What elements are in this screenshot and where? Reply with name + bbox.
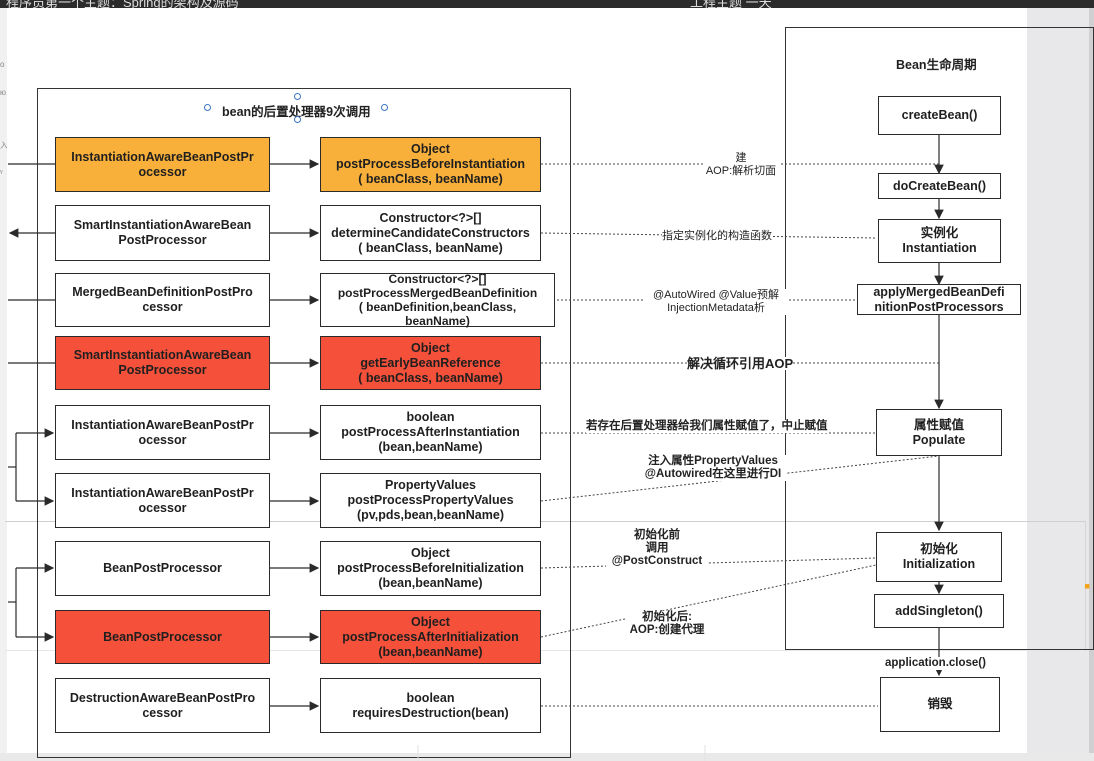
sidebar-fragment: ю bbox=[0, 88, 6, 97]
method-box[interactable]: boolean postProcessAfterInstantiation (b… bbox=[320, 405, 541, 460]
lifecycle-apply-merged[interactable]: applyMergedBeanDefi nitionPostProcessors bbox=[857, 284, 1021, 315]
orange-marker-icon: ▪ bbox=[1084, 576, 1091, 596]
lifecycle-destroy[interactable]: 销毁 bbox=[880, 677, 1000, 732]
processor-box[interactable]: BeanPostProcessor bbox=[55, 541, 270, 596]
selection-handle-icon[interactable] bbox=[204, 104, 211, 111]
connector-label: 若存在后置处理器给我们属性赋值了，中止赋值 bbox=[586, 420, 828, 433]
connector-label: 注入属性PropertyValues @Autowired在这里进行DI bbox=[640, 455, 786, 481]
scrollbar-track[interactable] bbox=[1089, 8, 1094, 761]
connector-label: @AutoWired @Value预解 InjectionMetadata析 bbox=[643, 289, 789, 315]
connector-label: 指定实例化的构造函数 bbox=[662, 230, 772, 243]
connector-label: 初始化前 调用 @PostConstruct bbox=[606, 529, 708, 568]
sidebar-fragment: 入 bbox=[0, 141, 8, 150]
processor-box[interactable]: SmartInstantiationAwareBean PostProcesso… bbox=[55, 205, 270, 261]
lifecycle-frame-title: Bean生命周期 bbox=[896, 58, 977, 72]
lifecycle-instantiation[interactable]: 实例化 Instantiation bbox=[878, 219, 1001, 263]
connector-label: 初始化后: AOP:创建代理 bbox=[626, 611, 708, 637]
selection-handle-icon[interactable] bbox=[294, 116, 301, 123]
header-right-text: 工程主题 一天 bbox=[690, 0, 772, 8]
method-box[interactable]: Object postProcessAfterInitialization (b… bbox=[320, 610, 541, 664]
processor-box[interactable]: InstantiationAwareBeanPostPr ocessor bbox=[55, 473, 270, 528]
processor-box[interactable]: DestructionAwareBeanPostPro cessor bbox=[55, 678, 270, 733]
processor-box[interactable]: InstantiationAwareBeanPostPr ocessor bbox=[55, 137, 270, 192]
lifecycle-add-singleton[interactable]: addSingleton() bbox=[874, 594, 1004, 628]
overlay-panel bbox=[5, 521, 1086, 651]
right-gutter bbox=[1027, 8, 1094, 761]
postprocessor-frame-title: bean的后置处理器9次调用 bbox=[222, 105, 371, 119]
method-box[interactable]: Constructor<?>[] postProcessMergedBeanDe… bbox=[320, 272, 555, 328]
lifecycle-do-create-bean[interactable]: doCreateBean() bbox=[878, 173, 1001, 199]
method-box[interactable]: Constructor<?>[] determineCandidateConst… bbox=[320, 205, 541, 261]
connector-label: 建 AOP:解析切面 bbox=[703, 152, 779, 178]
processor-box[interactable]: MergedBeanDefinitionPostPro cessor bbox=[55, 273, 270, 327]
selection-handle-icon[interactable] bbox=[381, 104, 388, 111]
method-box[interactable]: PropertyValues postProcessPropertyValues… bbox=[320, 473, 541, 528]
postprocessor-frame bbox=[37, 88, 571, 758]
processor-box[interactable]: SmartInstantiationAwareBean PostProcesso… bbox=[55, 336, 270, 390]
lifecycle-initialization[interactable]: 初始化 Initialization bbox=[876, 532, 1002, 582]
header-title: 程序员第一个主题：Spring的架构及源码 bbox=[6, 0, 239, 8]
sidebar-fragment: ᵞ bbox=[0, 168, 3, 177]
selection-handle-icon[interactable] bbox=[294, 93, 301, 100]
processor-box[interactable]: BeanPostProcessor bbox=[55, 610, 270, 664]
top-title-bar: 程序员第一个主题：Spring的架构及源码 工程主题 一天 bbox=[0, 0, 1094, 8]
method-box[interactable]: Object postProcessBeforeInstantiation ( … bbox=[320, 137, 541, 192]
connector-label: application.close() bbox=[885, 657, 986, 670]
method-box[interactable]: boolean requiresDestruction(bean) bbox=[320, 678, 541, 733]
lifecycle-create-bean[interactable]: createBean() bbox=[878, 96, 1001, 135]
method-box[interactable]: Object getEarlyBeanReference ( beanClass… bbox=[320, 336, 541, 390]
method-box[interactable]: Object postProcessBeforeInitialization (… bbox=[320, 541, 541, 596]
sidebar-fragment: o bbox=[0, 60, 5, 69]
lifecycle-populate[interactable]: 属性赋值 Populate bbox=[876, 409, 1002, 456]
processor-box[interactable]: InstantiationAwareBeanPostPr ocessor bbox=[55, 405, 270, 460]
connector-label: 解决循环引用AOP bbox=[687, 356, 794, 371]
